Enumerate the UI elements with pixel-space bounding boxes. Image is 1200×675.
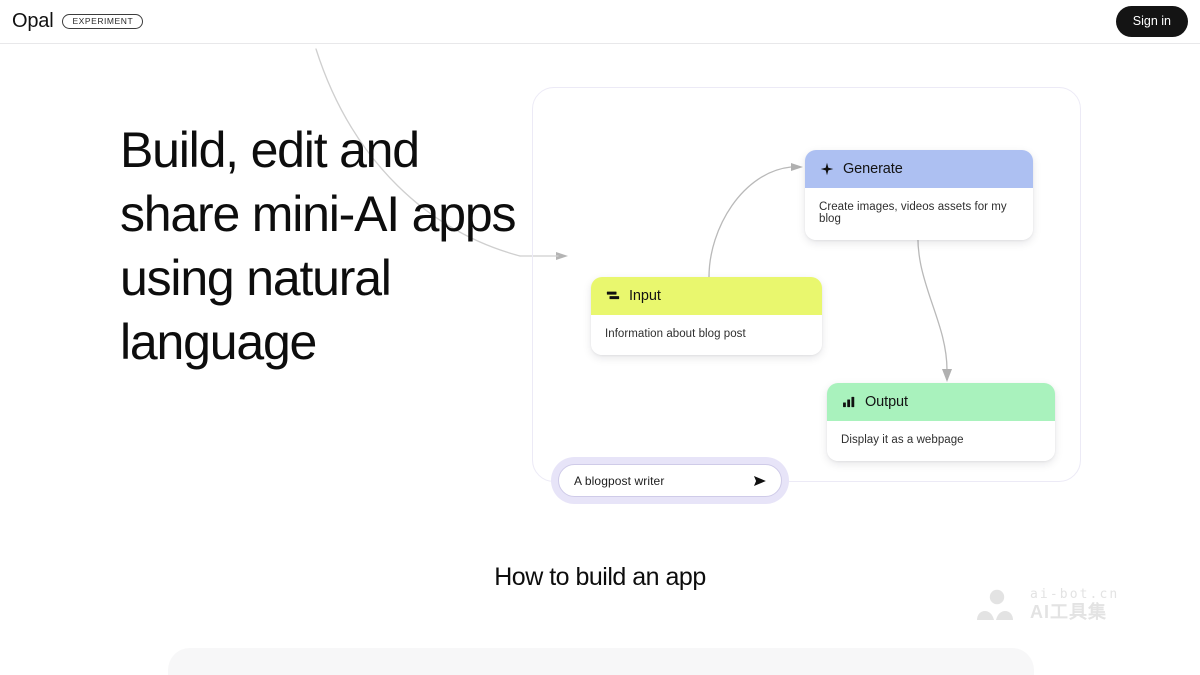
- prompt-input-value[interactable]: A blogpost writer: [574, 473, 665, 488]
- node-title-output: Output: [865, 394, 908, 410]
- node-description-output: Display it as a webpage: [827, 421, 1055, 461]
- node-header-input: Input: [591, 277, 822, 315]
- watermark-logo-icon: [977, 589, 1013, 620]
- node-title-input: Input: [629, 288, 661, 304]
- node-header-output: Output: [827, 383, 1055, 421]
- page-headline: Build, edit and share mini-AI apps using…: [120, 122, 516, 370]
- bar-chart-icon: [841, 395, 856, 410]
- node-card-output[interactable]: Output Display it as a webpage: [827, 383, 1055, 461]
- experiment-badge: EXPERIMENT: [62, 13, 144, 30]
- hero-section: Build, edit and share mini-AI apps using…: [0, 44, 1200, 539]
- watermark-text: ai-bot.cn AI工具集: [1030, 587, 1120, 623]
- prompt-input-halo: A blogpost writer: [551, 457, 789, 504]
- node-title-generate: Generate: [843, 161, 903, 177]
- node-description-generate: Create images, videos assets for my blog: [805, 188, 1033, 240]
- node-header-generate: Generate: [805, 150, 1033, 188]
- node-card-generate[interactable]: Generate Create images, videos assets fo…: [805, 150, 1033, 240]
- lower-content-panel: [168, 648, 1034, 675]
- input-bars-icon: [605, 289, 620, 304]
- top-navigation-bar: Opal EXPERIMENT Sign in: [0, 0, 1200, 44]
- section-title-how-to-build: How to build an app: [494, 563, 706, 591]
- node-card-input[interactable]: Input Information about blog post: [591, 277, 822, 355]
- brand-group: Opal EXPERIMENT: [12, 10, 144, 33]
- app-canvas-panel: Generate Create images, videos assets fo…: [532, 87, 1081, 504]
- sparkle-icon: [819, 162, 834, 177]
- brand-logo-text[interactable]: Opal: [12, 10, 54, 32]
- site-watermark: ai-bot.cn AI工具集: [975, 587, 1120, 623]
- watermark-line-1: ai-bot.cn: [1030, 587, 1120, 602]
- send-arrow-icon[interactable]: [751, 472, 768, 489]
- node-description-input: Information about blog post: [591, 315, 822, 355]
- prompt-input-field[interactable]: A blogpost writer: [558, 464, 782, 497]
- sign-in-button[interactable]: Sign in: [1115, 6, 1188, 37]
- watermark-line-2: AI工具集: [1030, 602, 1107, 623]
